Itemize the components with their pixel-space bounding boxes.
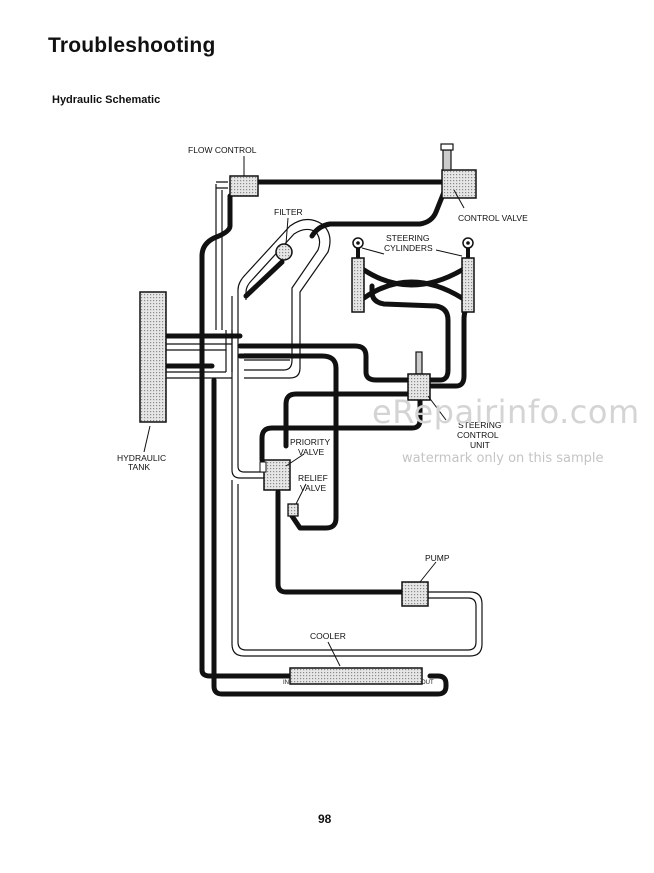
label-steering-control-line1: STEERING — [458, 420, 501, 430]
line-unit-to-left-cylinder — [369, 283, 451, 383]
label-hydraulic-tank-line2: TANK — [128, 462, 150, 472]
control-valve — [441, 169, 477, 199]
line-priority-loop — [259, 395, 423, 463]
hydraulic-tank — [139, 291, 167, 423]
label-priority-valve-line2: VALVE — [298, 447, 324, 457]
label-relief-valve-line2: VALVE — [300, 483, 326, 493]
label-steering-cylinders-line2: CYLINDERS — [384, 243, 433, 253]
steering-column-stub — [415, 351, 423, 375]
label-cooler-out: OUT — [421, 680, 434, 686]
pump — [401, 581, 429, 607]
line-pump-to-cooler — [231, 591, 483, 657]
relief-valve — [287, 503, 299, 517]
line-crossover-a — [361, 267, 465, 288]
line-flow-down — [215, 184, 223, 330]
steering-cylinder-right — [461, 237, 475, 313]
label-priority-valve-line1: PRIORITY — [290, 437, 330, 447]
label-relief-valve-line1: RELIEF — [298, 473, 328, 483]
label-filter: FILTER — [274, 207, 303, 217]
label-steering-control-line3: UNIT — [470, 440, 490, 450]
label-flow-control: FLOW CONTROL — [188, 145, 257, 155]
section-subtitle: Hydraulic Schematic — [52, 94, 161, 106]
flow-control-valve — [229, 175, 259, 197]
label-cooler-in: IN — [283, 680, 289, 686]
label-control-valve: CONTROL VALVE — [458, 213, 528, 223]
line-outer-return — [199, 193, 293, 679]
return-lines — [166, 181, 483, 657]
line-cooler-out — [211, 377, 449, 697]
watermark-brand: eRepairinfo.com — [372, 393, 640, 431]
line-to-steering-unit — [237, 343, 411, 383]
label-hydraulic-tank-line1: HYDRAULIC — [117, 453, 166, 463]
line-crossover-b — [361, 279, 465, 301]
label-steering-cylinders-line1: STEERING — [386, 233, 429, 243]
page-title: Troubleshooting — [48, 34, 216, 57]
line-relief-to-pump — [275, 489, 405, 595]
line-filter-inlet — [243, 259, 285, 299]
pressure-lines — [163, 179, 473, 697]
priority-valve — [263, 459, 291, 491]
label-cooler: COOLER — [310, 631, 346, 641]
leader-lines — [143, 156, 465, 667]
steering-cylinder-left — [351, 237, 365, 313]
steering-control-unit — [407, 373, 431, 401]
label-steering-control-line2: CONTROL — [457, 430, 499, 440]
line-unit-to-priority — [283, 391, 415, 449]
watermark-note: watermark only on this sample — [402, 451, 604, 466]
line-relief-return — [237, 353, 339, 531]
filter — [275, 243, 293, 261]
page-number: 98 — [318, 812, 332, 826]
control-valve-lever — [442, 149, 452, 171]
line-control-valve-return — [309, 189, 447, 239]
line-tank-to-priority — [231, 296, 264, 479]
line-filter-loop — [237, 218, 331, 379]
oil-cooler — [289, 667, 423, 685]
label-pump: PUMP — [425, 553, 450, 563]
